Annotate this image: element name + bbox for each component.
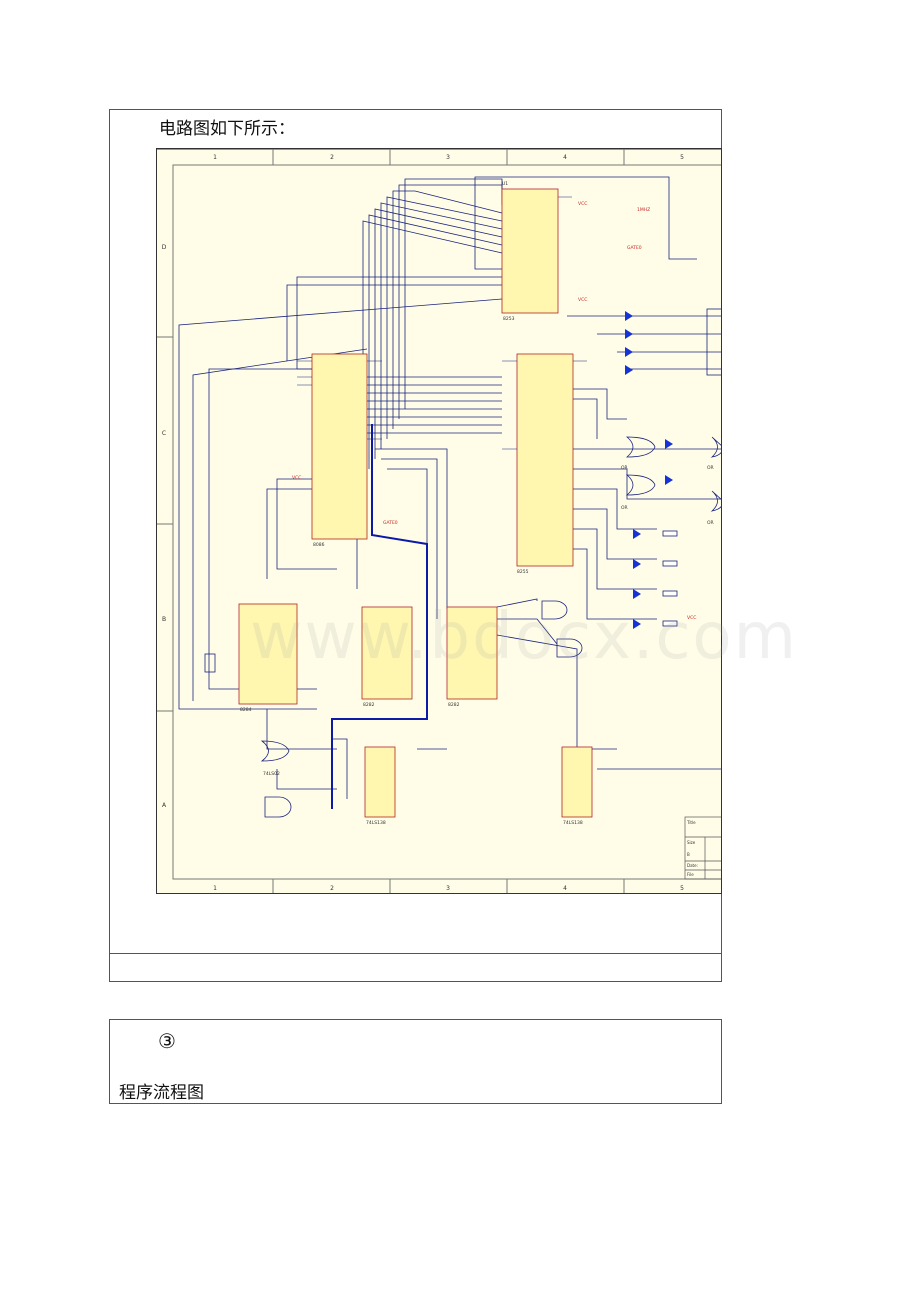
chip-8282-b [446,606,498,700]
chip-74ls138-b [561,746,593,818]
gate-signal-label: GATE0 [627,245,642,251]
chip-8282-a [361,606,413,700]
title-block-b: B [687,852,690,857]
schematic-section-footer-divider [109,953,722,954]
clock-signal-label: 1MHZ [637,207,650,213]
vcc-label-4: VCC [687,615,696,621]
flowchart-section-box [109,1019,722,1104]
or-gate-label-1: OR [621,465,628,471]
vcc-label-2: VCC [578,297,587,303]
chip-8086-label: 8086 [313,542,325,548]
flowchart-caption: 程序流程图 [119,1083,204,1103]
chip-8282b-label: 8282 [448,702,460,708]
col-label-3: 3 [446,154,450,161]
or-gate-label-3: OR [621,505,628,511]
col-label-4: 4 [563,154,567,161]
chip-8253 [501,188,559,314]
gate-signal-label-2: GATE0 [383,520,398,526]
col-label-1b: 1 [213,885,217,892]
chip-8253-label: 8253 [503,316,515,322]
u1-label: U1 [502,181,508,187]
title-block-file: File [687,872,694,877]
chip-74ls138-a [364,746,396,818]
row-label-b: B [162,616,166,623]
decoder-b-label: 74LS138 [563,820,583,826]
title-block-date: Date: [687,863,698,868]
address-bus [331,424,428,809]
signal-wires [178,176,721,790]
row-label-a: A [162,802,167,809]
chip-8086 [311,353,368,540]
led-array [625,311,673,629]
col-label-5b: 5 [680,885,684,892]
or-gate-label-4: OR [707,520,714,526]
chip-8284 [238,603,298,705]
or-gate-label-2: OR [707,465,714,471]
circuit-schematic: 1 2 3 4 5 1 2 3 4 5 D C B A [156,148,722,894]
col-label-2: 2 [330,154,334,161]
col-label-4b: 4 [563,885,567,892]
chip-8282a-label: 8282 [363,702,375,708]
decoder-a-label: 74LS138 [366,820,386,826]
vcc-label-3: VCC [292,475,301,481]
chip-8255 [516,353,574,567]
col-label-1: 1 [213,154,217,161]
vcc-label-1: VCC [578,201,587,207]
gate-label: 74LS02 [263,771,280,777]
title-block-size: Size [687,840,696,845]
col-label-5: 5 [680,154,684,161]
section-marker-3: ③ [158,1029,176,1053]
title-block [684,816,721,880]
chip-8284-label: 8284 [240,707,252,713]
chips [238,188,593,818]
row-label-d: D [162,244,167,251]
col-label-2b: 2 [330,885,334,892]
schematic-frame [157,149,721,893]
title-block-title: Title [686,820,696,825]
chip-8255-label: 8255 [517,569,529,575]
col-label-3b: 3 [446,885,450,892]
schematic-caption: 电路图如下所示： [159,119,295,139]
row-label-c: C [162,430,166,437]
logic-gates [260,436,721,818]
